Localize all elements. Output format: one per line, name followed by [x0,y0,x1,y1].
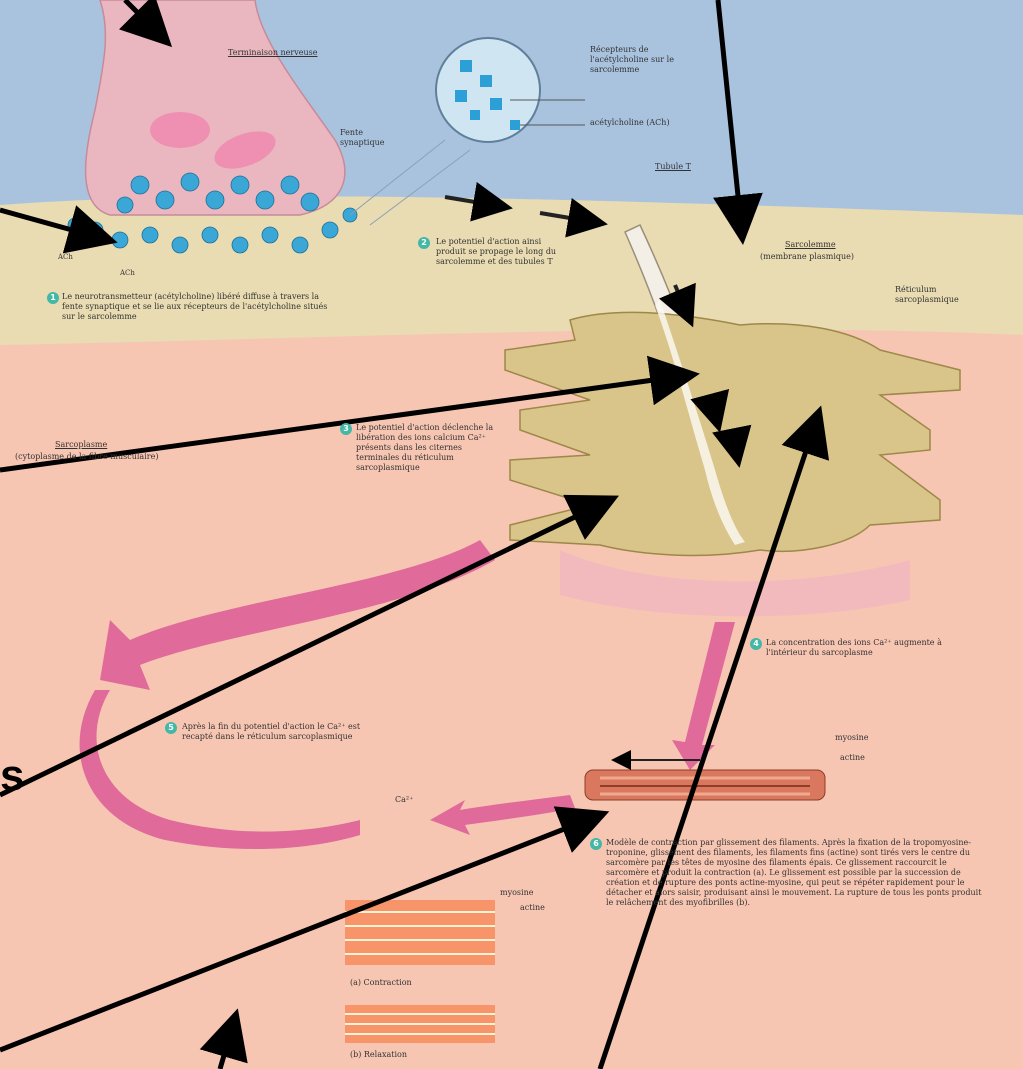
sarcolemma-band [0,196,1023,345]
sarcolemma-sub-label: (membrane plasmique) [760,252,854,262]
sr-label: Réticulum sarcoplasmique [895,285,995,305]
step-text: Après la fin du potentiel d'action le Ca… [182,722,372,742]
step-text: Le neurotransmetteur (acétylcholine) lib… [62,292,340,322]
actin-label: actine [840,753,865,763]
step-badge: 5 [165,722,177,734]
step-badge: 6 [590,838,602,850]
contraction-label: (a) Contraction [350,978,412,988]
contraction-sarcomere [345,900,495,965]
step-badge: 3 [340,423,352,435]
step-text: Le potentiel d'action ainsi produit se p… [436,237,566,267]
sarcoplasm-label: Sarcoplasme [55,440,107,450]
mitochondrion [150,112,210,148]
presynaptic-neuron-label: Terminaison nerveuse [228,48,317,58]
step-text: Le potentiel d'action déclenche la libér… [356,423,501,473]
relaxation-label: (b) Relaxation [350,1050,407,1060]
step-badge: 1 [47,292,59,304]
myosin-label-small: myosine [500,888,533,898]
t-tubule-label: Tubule T [655,162,691,172]
synaptic-cleft-label: Fente synaptique [340,128,390,148]
ach-small-label: ACh [58,252,73,262]
step-badge: 2 [418,237,430,249]
step-text: La concentration des ions Ca²⁺ augmente … [766,638,956,658]
ach-small-label: ACh [120,268,135,278]
ach-label: acétylcholine (ACh) [590,118,705,128]
sarcolemma-label: Sarcolemme [785,240,836,250]
cropped-letter: s [0,754,24,798]
relaxation-sarcomere [345,1005,495,1043]
receptors-label: Récepteurs de l'acétylcholine sur le sar… [590,45,705,75]
myofibril [585,770,825,800]
myosin-label: myosine [835,733,868,743]
magnified-inset [436,38,540,142]
step-text: Modèle de contraction par glissement des… [606,838,986,908]
sarcoplasm-sub-label: (cytoplasme de la fibre musculaire) [15,452,235,462]
step-badge: 4 [750,638,762,650]
actin-label-small: actine [520,903,545,913]
calcium-label: Ca²⁺ [395,795,413,805]
